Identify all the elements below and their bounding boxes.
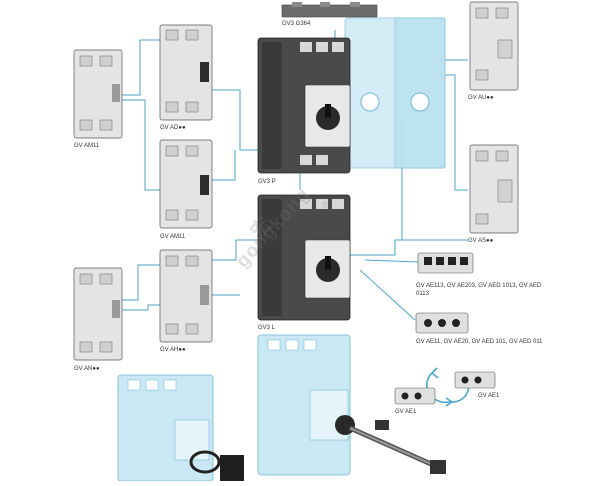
label-gv-ae1-a: GV AE1 [395, 409, 417, 415]
label-gv-as: GV AS●● [468, 238, 494, 244]
label-gv-ah: GV AH●● [160, 347, 186, 353]
gv-as-module [469, 144, 519, 234]
gv-ae11-block [415, 312, 469, 334]
connector-lines [122, 30, 468, 321]
gv-am11-left-module [73, 49, 123, 139]
label-gv-au: GV AU●● [468, 95, 494, 101]
gv-am11-mid-module [159, 139, 213, 229]
bottom-mid-breaker-ghost [257, 334, 446, 476]
gv-ad-module [159, 24, 213, 121]
gv-ah-module [159, 249, 213, 343]
watermark-registered: ® [322, 200, 329, 210]
label-gv-ae1-b: GV AE1 [478, 393, 500, 399]
label-gv-ae11: GV AE11, GV AE20, GV AED 101, GV AED 011 [416, 339, 543, 345]
label-gv3-g364: GV3 G364 [282, 21, 311, 27]
gv-an-module [73, 267, 123, 361]
bottom-left-breaker-ghost [117, 374, 244, 482]
label-gv-am11-left: GV AM11 [74, 143, 100, 149]
gv3-p-breaker [257, 17, 446, 174]
label-gv-am11-mid: GV AM11 [160, 234, 186, 240]
label-gv-an: GV AN●● [74, 366, 100, 372]
label-gv-ae113: GV AE113, GV AE203, GV AED 1013, GV AED … [416, 283, 542, 297]
gv-au-module [469, 1, 519, 91]
gv3-l-breaker [257, 194, 351, 321]
label-gv3-l: GV3 L [258, 325, 276, 331]
gv3-g364-busbar [281, 2, 378, 18]
label-gv3-p: GV3 P [258, 179, 276, 185]
gv-ae1-block-a [394, 387, 436, 405]
gv-ae1-block-b [454, 371, 496, 389]
label-gv-ad: GV AD●● [160, 125, 186, 131]
gv-ae113-block [417, 252, 474, 274]
